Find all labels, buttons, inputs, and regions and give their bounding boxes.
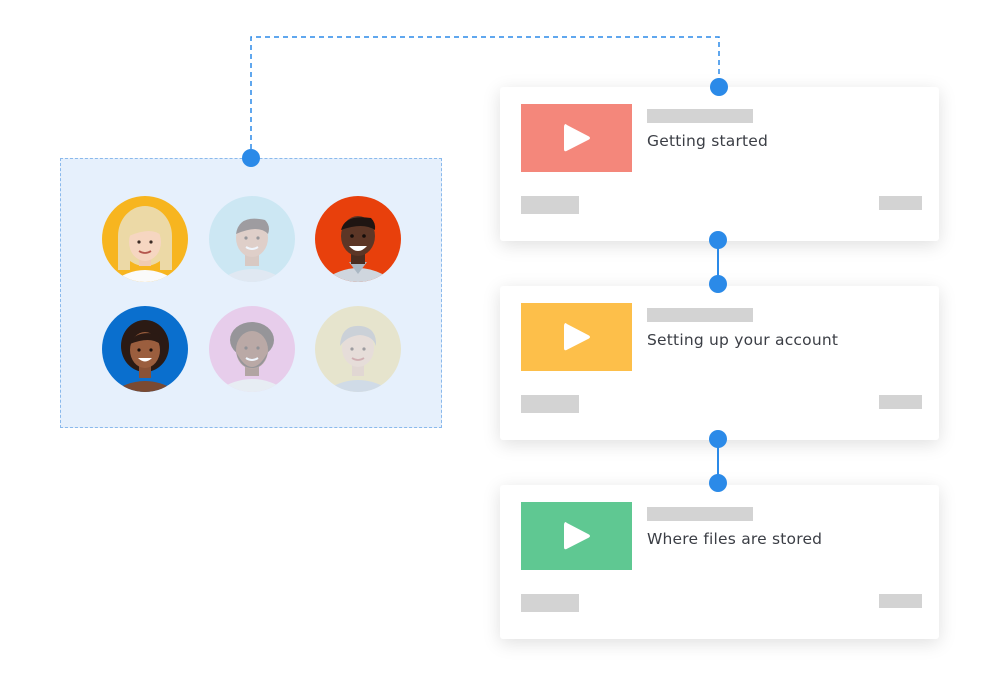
card-title: Getting started [647, 132, 769, 150]
placeholder-bar-bottom-left [521, 395, 579, 413]
people-group-box[interactable] [60, 158, 442, 428]
avatar-curly-hair-woman[interactable] [102, 306, 188, 392]
avatar-bearded-man[interactable] [209, 306, 295, 392]
placeholder-bar-top [647, 308, 753, 322]
avatar-older-man[interactable] [315, 196, 401, 282]
avatar-blonde-woman[interactable] [102, 196, 188, 282]
video-thumbnail[interactable] [521, 303, 632, 371]
video-card-1[interactable]: Getting started [500, 87, 939, 241]
avatar-smiling-man[interactable] [209, 196, 295, 282]
placeholder-bar-bottom-right [879, 395, 922, 409]
avatar-grey-hair-woman[interactable] [315, 306, 401, 392]
card-title: Setting up your account [647, 331, 839, 349]
video-thumbnail[interactable] [521, 104, 632, 172]
play-icon[interactable] [562, 321, 592, 353]
placeholder-bar-bottom-left [521, 196, 579, 214]
placeholder-bar-bottom-left [521, 594, 579, 612]
video-thumbnail[interactable] [521, 502, 632, 570]
placeholder-bar-bottom-right [879, 196, 922, 210]
placeholder-bar-top [647, 109, 753, 123]
placeholder-bar-bottom-right [879, 594, 922, 608]
video-card-3[interactable]: Where files are stored [500, 485, 939, 639]
video-card-2[interactable]: Setting up your account [500, 286, 939, 440]
placeholder-bar-top [647, 507, 753, 521]
card-title: Where files are stored [647, 530, 823, 548]
play-icon[interactable] [562, 520, 592, 552]
play-icon[interactable] [562, 122, 592, 154]
